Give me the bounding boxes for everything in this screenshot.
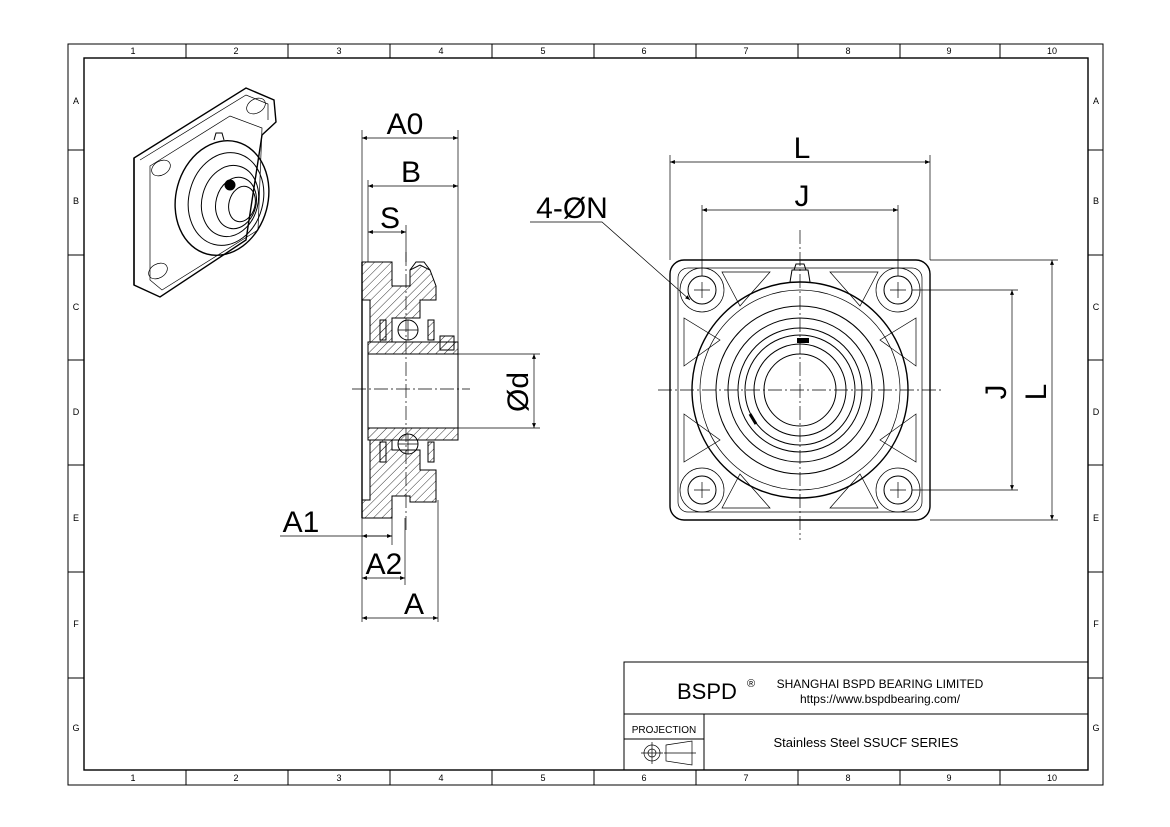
- zone-row-right: A: [1093, 96, 1099, 106]
- zone-col-bottom: 9: [946, 773, 951, 783]
- zone-col-bottom: 4: [438, 773, 443, 783]
- zone-col-bottom: 6: [641, 773, 646, 783]
- zone-col-bottom: 7: [743, 773, 748, 783]
- dim-j-side-label: J: [980, 385, 1013, 400]
- zone-col-bottom: 3: [336, 773, 341, 783]
- zone-row-right: G: [1092, 723, 1099, 733]
- zone-col-top: 10: [1047, 46, 1057, 56]
- zone-col-top: 9: [946, 46, 951, 56]
- zone-col-top: 4: [438, 46, 443, 56]
- zone-col-top: 5: [540, 46, 545, 56]
- zone-col-top: 2: [233, 46, 238, 56]
- zone-col-bottom: 1: [130, 773, 135, 783]
- zone-col-bottom: 5: [540, 773, 545, 783]
- company-name: SHANGHAI BSPD BEARING LIMITED: [777, 677, 984, 691]
- zone-col-bottom: 10: [1047, 773, 1057, 783]
- zone-row-left: E: [73, 513, 79, 523]
- title-block: BSPD ® SHANGHAI BSPD BEARING LIMITED htt…: [623, 661, 1089, 771]
- zone-col-top: 1: [130, 46, 135, 56]
- registered-mark: ®: [747, 678, 755, 690]
- dim-l-top-label: L: [794, 132, 811, 165]
- first-angle-projection-icon: [641, 740, 696, 766]
- dim-a-label: A: [404, 588, 424, 621]
- dim-n-label: 4-ØN: [536, 192, 608, 225]
- dim-l-side-label: L: [1020, 384, 1053, 401]
- side-section-view: [352, 252, 470, 530]
- zone-row-right: C: [1093, 302, 1100, 312]
- dim-a1-label: A1: [283, 506, 320, 539]
- dim-b-label: B: [401, 156, 421, 189]
- zone-row-left: D: [73, 407, 80, 417]
- zone-row-left: A: [73, 96, 79, 106]
- company-website: https://www.bspdbearing.com/: [800, 692, 961, 706]
- dim-a0-label: A0: [387, 108, 424, 141]
- dim-s-label: S: [380, 202, 400, 235]
- dim-od-label: Ød: [502, 372, 535, 412]
- zone-col-bottom: 8: [845, 773, 850, 783]
- series-name: Stainless Steel SSUCF SERIES: [774, 735, 959, 750]
- zone-col-top: 8: [845, 46, 850, 56]
- front-view: [658, 230, 942, 540]
- zone-row-left: C: [73, 302, 80, 312]
- zone-col-top: 3: [336, 46, 341, 56]
- zone-row-left: B: [73, 196, 79, 206]
- zone-row-left: F: [73, 619, 79, 629]
- brand-logo-text: BSPD: [677, 679, 737, 704]
- zone-row-right: E: [1093, 513, 1099, 523]
- front-view-dimensions: L J 4-ØN J L: [530, 132, 1058, 521]
- drawing-frame: [67, 43, 1104, 786]
- side-view-dimensions: A0 B S Ød A1 A2 A: [280, 108, 540, 622]
- zone-ticks: [68, 44, 1103, 785]
- dim-j-top-label: J: [795, 180, 810, 213]
- projection-label: PROJECTION: [632, 725, 696, 736]
- zone-col-top: 6: [641, 46, 646, 56]
- zone-row-right: B: [1093, 196, 1099, 206]
- zone-row-right: F: [1093, 619, 1099, 629]
- zone-row-right: D: [1093, 407, 1100, 417]
- dim-a2-label: A2: [366, 548, 403, 581]
- zone-labels: 1 2 3 4 5 6 7 8 9 10 1 2 3 4 5 6 7 8 9 1…: [72, 46, 1099, 783]
- isometric-view: [133, 87, 277, 298]
- zone-col-top: 7: [743, 46, 748, 56]
- zone-col-bottom: 2: [233, 773, 238, 783]
- zone-row-left: G: [72, 723, 79, 733]
